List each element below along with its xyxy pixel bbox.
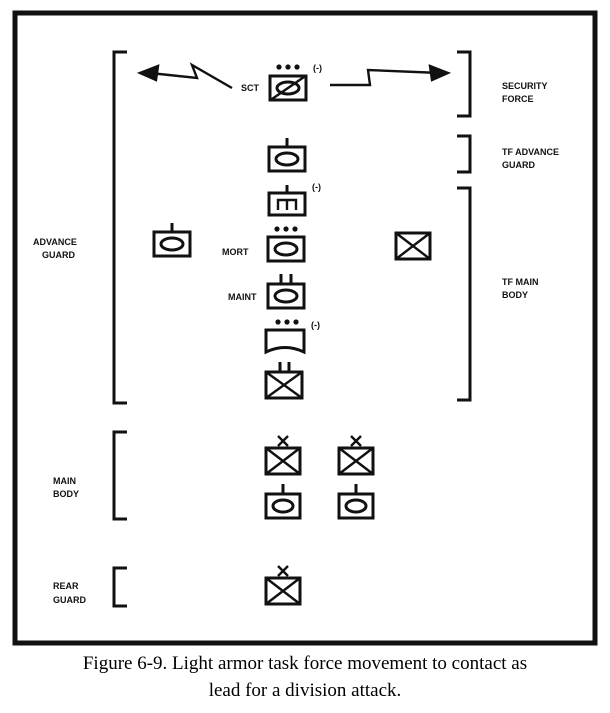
diagram-canvas: SCT (-) (-) MORT MAINT (12, 10, 598, 646)
rear-guard-label-line2: GUARD (53, 595, 86, 605)
caption-line-2: lead for a division attack. (208, 680, 402, 701)
infantry-company-tf-rear-symbol (264, 362, 304, 400)
tank-company-left-flank-symbol (152, 223, 192, 258)
figure-caption: Figure 6-9. Light armor task force movem… (20, 650, 590, 704)
tf-main-body-bracket (457, 186, 472, 402)
security-force-label-line2: FORCE (502, 94, 534, 104)
main-body-bracket (112, 430, 127, 521)
rear-guard-bracket (112, 566, 127, 608)
maintenance-unit-symbol (266, 274, 306, 310)
rear-guard-label-line1: REAR (53, 581, 79, 591)
engineer-platoon-symbol (267, 185, 307, 217)
infantry-battalion-main-body-left-symbol (264, 435, 302, 476)
main-body-label-line2: BODY (53, 489, 79, 499)
advance-guard-bracket (112, 50, 127, 405)
figure-border (12, 10, 598, 646)
armored-cavalry-troop-symbol (264, 319, 306, 355)
scout-movement-arrow-left (136, 62, 233, 90)
tf-advance-guard-bracket (457, 134, 472, 174)
tf-main-body-label-line1: TF MAIN (502, 277, 539, 287)
tf-advance-guard-label-line1: TF ADVANCE (502, 147, 559, 157)
security-force-label-line1: SECURITY (502, 81, 548, 91)
main-body-label-line1: MAIN (53, 476, 76, 486)
tf-main-body-label-line2: BODY (502, 290, 528, 300)
engineer-reduced-modifier: (-) (312, 182, 321, 192)
armor-battalion-main-body-left-symbol (264, 484, 302, 520)
mortar-platoon-symbol (266, 226, 306, 263)
tf-advance-guard-label-line2: GUARD (502, 160, 535, 170)
armor-battalion-main-body-right-symbol (337, 484, 375, 520)
scout-platoon-symbol (268, 64, 308, 102)
infantry-battalion-main-body-right-symbol (337, 435, 375, 476)
advance-guard-label-line2: GUARD (42, 250, 75, 260)
infantry-company-right-flank-symbol (394, 231, 432, 261)
scout-reduced-modifier: (-) (313, 63, 322, 73)
caption-line-1: Figure 6-9. Light armor task force movem… (82, 653, 528, 674)
advance-guard-label-line1: ADVANCE (33, 237, 77, 247)
scout-movement-arrow-right (330, 64, 452, 87)
security-force-bracket (457, 50, 472, 118)
mortar-label: MORT (222, 247, 249, 257)
cavalry-reduced-modifier: (-) (311, 320, 320, 330)
scout-label: SCT (241, 83, 260, 93)
infantry-company-rear-guard-symbol (264, 565, 302, 606)
maintenance-label: MAINT (228, 292, 257, 302)
tank-company-advance-guard-symbol (267, 138, 307, 173)
